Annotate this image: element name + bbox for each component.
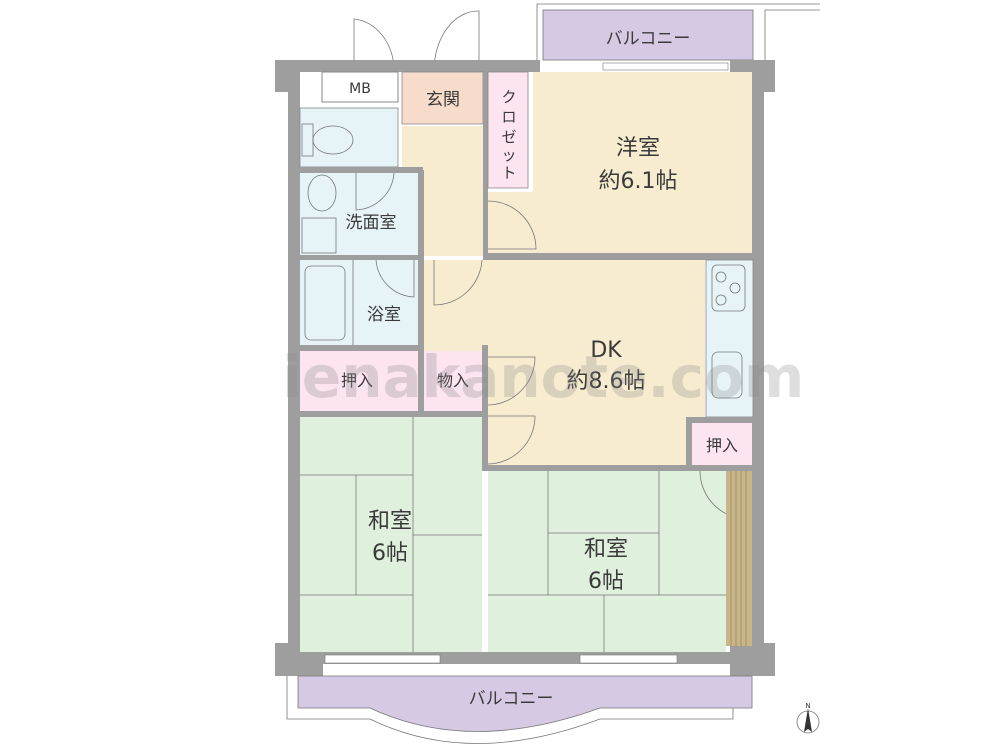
svg-text:ッ: ッ bbox=[501, 146, 516, 164]
oshiire-left bbox=[300, 351, 418, 413]
mb-label: MB bbox=[349, 81, 371, 97]
balcony-bottom-label: バルコニー bbox=[469, 689, 554, 709]
tokonoma bbox=[726, 471, 752, 646]
toilet bbox=[299, 107, 399, 168]
western-room-size: 約6.1帖 bbox=[599, 169, 678, 194]
watermark: ienakanote.com bbox=[282, 343, 804, 411]
washitsu-right: 和室 6帖 bbox=[488, 470, 749, 652]
balcony-top: バルコニー bbox=[536, 3, 820, 62]
mb-space bbox=[321, 71, 399, 103]
north-compass-icon: N bbox=[796, 702, 820, 734]
closet bbox=[487, 71, 529, 189]
sink-icon bbox=[307, 174, 337, 212]
stove-icon bbox=[711, 264, 746, 312]
toilet-icon bbox=[312, 125, 354, 155]
svg-text:ゼ: ゼ bbox=[501, 128, 516, 146]
dk-room: DK 約8.6帖 bbox=[424, 259, 705, 465]
western-room-name: 洋室 bbox=[616, 136, 660, 161]
closet-label: ク ロ ゼ ッ ト bbox=[501, 88, 516, 182]
washitsu-left-name: 和室 bbox=[368, 509, 412, 534]
oshiire-left-label: 押入 bbox=[341, 371, 373, 390]
bathroom: 浴室 bbox=[300, 259, 418, 345]
washitsu-left-size: 6帖 bbox=[372, 541, 408, 566]
monoire bbox=[424, 351, 482, 411]
oshiire-right bbox=[692, 423, 752, 465]
compass-north-label: N bbox=[805, 702, 810, 710]
washroom-label: 洗面室 bbox=[346, 213, 397, 233]
washroom: 洗面室 bbox=[300, 172, 418, 255]
balcony-top-label: バルコニー bbox=[606, 29, 691, 49]
balcony-bottom: バルコニー bbox=[286, 675, 753, 744]
oshiire-right-label: 押入 bbox=[706, 436, 738, 455]
bathtub-icon bbox=[304, 265, 346, 341]
svg-text:ク: ク bbox=[501, 88, 516, 106]
monoire-label: 物入 bbox=[437, 371, 469, 390]
dk-name: DK bbox=[590, 338, 622, 363]
svg-text:ト: ト bbox=[501, 164, 516, 182]
svg-text:ロ: ロ bbox=[501, 108, 516, 126]
western-room: 洋室 約6.1帖 bbox=[487, 72, 752, 253]
kitchen-sink-icon bbox=[711, 351, 743, 399]
washitsu-right-size: 6帖 bbox=[588, 569, 624, 594]
dk-size: 約8.6帖 bbox=[567, 369, 646, 394]
kitchen-counter bbox=[705, 259, 754, 418]
washitsu-right-name: 和室 bbox=[584, 537, 628, 562]
bathroom-label: 浴室 bbox=[367, 305, 401, 325]
genkan bbox=[401, 71, 484, 125]
washitsu-left: 和室 6帖 bbox=[300, 417, 482, 652]
genkan-label: 玄関 bbox=[426, 90, 460, 110]
